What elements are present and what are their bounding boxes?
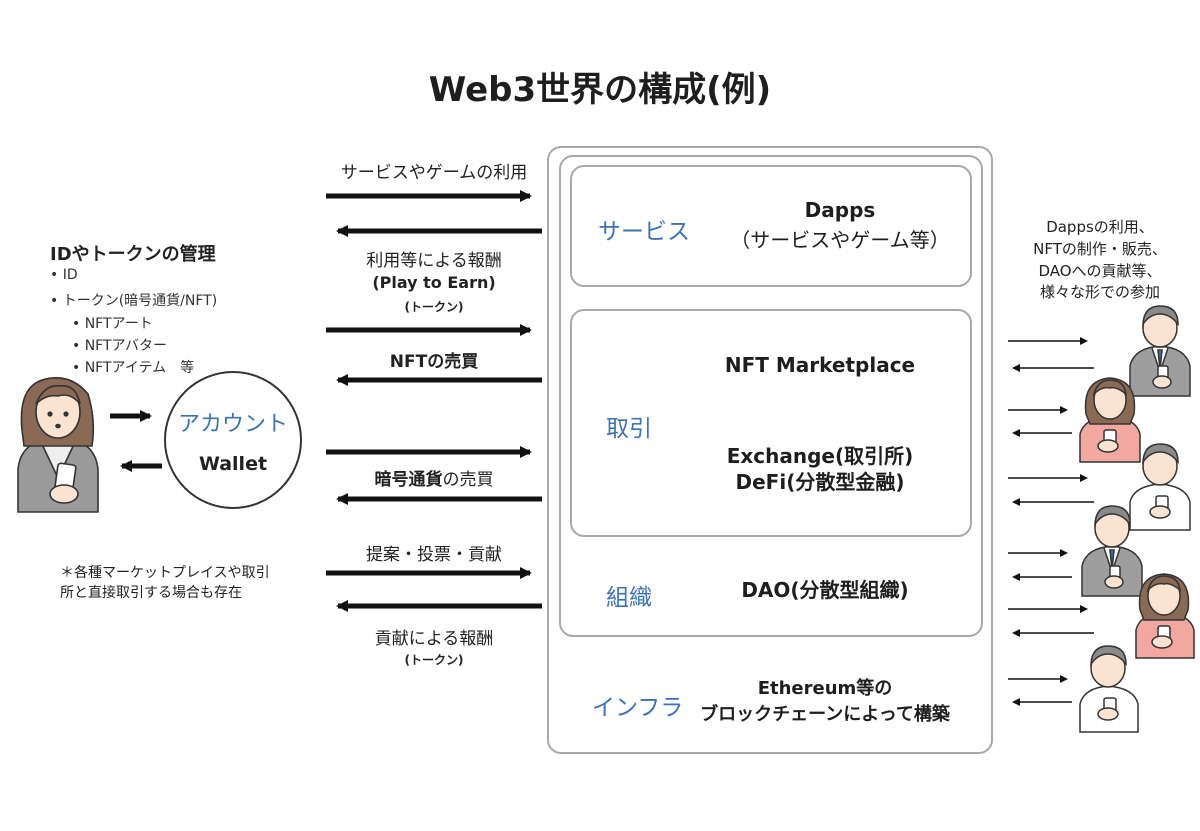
note-line-1: ＊各種マーケットプレイスや取引 — [60, 565, 270, 581]
woman-in-pink-icon-1 — [1079, 377, 1141, 463]
defi: DeFi(分散型金融) — [735, 470, 905, 494]
participation-line-2: NFTの制作・販売、 — [1033, 239, 1167, 258]
infra-label: インフラ — [592, 695, 684, 721]
participation-line-4: 様々な形での参加 — [1039, 283, 1160, 302]
man-casual-icon-1 — [1129, 443, 1191, 531]
woman-in-pink-icon-2 — [1135, 573, 1195, 659]
label-crypto-bold: 暗号通貨 — [374, 470, 443, 490]
nft-marketplace: NFT Marketplace — [724, 353, 916, 377]
man-in-suit-icon-2 — [1081, 505, 1143, 597]
account-label: アカウント — [177, 412, 288, 437]
label-contrib-reward: 貢献による報酬 — [374, 629, 494, 649]
trade-label: 取引 — [606, 416, 652, 442]
left-item-nft-item: • NFTアイテム 等 — [72, 360, 195, 376]
exchange: Exchange(取引所) — [726, 444, 914, 468]
direct-trade-note: ＊各種マーケットプレイスや取引 所と直接取引する場合も存在 — [60, 563, 310, 604]
ethereum-line: Ethereum等の — [757, 678, 893, 699]
account-circle — [164, 371, 302, 509]
man-casual-icon-2 — [1079, 645, 1139, 733]
label-service-use: サービスやゲームの利用 — [340, 163, 528, 183]
dapps-title: Dapps — [804, 198, 876, 222]
left-panel-heading: IDやトークンの管理 — [50, 244, 216, 265]
trade-box — [570, 309, 972, 537]
wallet-label: Wallet — [198, 453, 268, 475]
note-line-2: 所と直接取引する場合も存在 — [60, 585, 242, 602]
service-box — [570, 165, 972, 287]
label-contrib-token: (トークン) — [404, 653, 464, 667]
dapps-desc: （サービスやゲーム等） — [730, 228, 950, 252]
label-proposal: 提案・投票・貢献 — [366, 545, 502, 565]
blockchain-line: ブロックチェーンによって構築 — [700, 704, 950, 725]
woman-user-icon — [17, 377, 99, 513]
left-item-id: • ID — [50, 267, 78, 283]
service-label: サービス — [598, 219, 690, 245]
left-item-nft-art: • NFTアート — [72, 316, 153, 332]
dao-title: DAO(分散型組織) — [741, 578, 909, 602]
participation-line-3: DAOへの貢献等、 — [1038, 261, 1162, 280]
man-in-suit-icon-1 — [1129, 305, 1191, 397]
left-item-token: • トークン(暗号通貨/NFT) — [50, 293, 218, 309]
label-crypto-trade: 暗号通貨の売買 — [326, 465, 542, 490]
label-reward: 利用等による報酬 — [366, 251, 502, 271]
participation-note: Dappsの利用、 NFTの制作・販売、 DAOへの貢献等、 様々な形での参加 — [1000, 217, 1200, 304]
label-crypto-rest: の売買 — [442, 470, 494, 490]
label-play-to-earn: (Play to Earn) — [372, 273, 496, 292]
label-reward-token: (トークン) — [404, 300, 464, 314]
left-item-nft-avatar: • NFTアバター — [72, 338, 167, 354]
org-label: 組織 — [606, 585, 652, 611]
participation-line-1: Dappsの利用、 — [1046, 218, 1154, 236]
label-nft-trade: NFTの売買 — [389, 352, 479, 372]
page-title: Web3世界の構成(例) — [428, 70, 772, 110]
